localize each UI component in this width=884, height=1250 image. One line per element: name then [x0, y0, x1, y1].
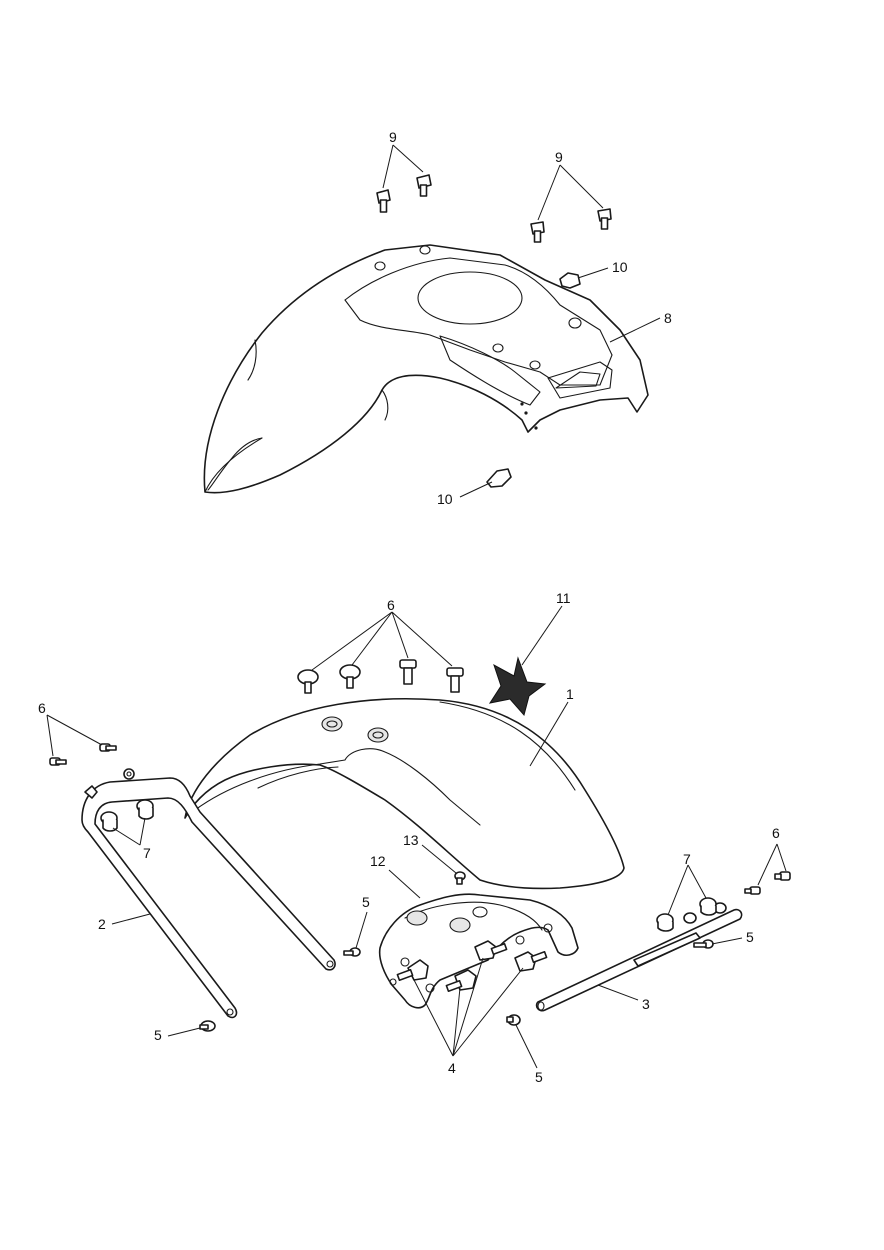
inner-mudguard-part-8: [203, 244, 649, 494]
leader-10a: [577, 267, 609, 279]
bolt-part-4c: [474, 940, 508, 961]
leader-2: [111, 913, 151, 925]
bolt-part-6a: [297, 669, 319, 694]
callout-13: 13: [403, 832, 419, 848]
callout-9a: 9: [389, 129, 397, 145]
front-mudguard-part-1: [184, 698, 625, 890]
screw-part-5a: [199, 1020, 216, 1032]
leader-7a: [112, 817, 146, 846]
leader-13: [421, 844, 457, 874]
leader-6c: [757, 843, 787, 886]
callout-6a: 6: [387, 597, 395, 613]
leader-1: [529, 701, 569, 767]
leader-9b: [537, 164, 604, 221]
callout-5a: 5: [362, 894, 370, 910]
leader-5d: [515, 1024, 538, 1069]
grommet-part-7a: [100, 811, 118, 832]
leader-6b: [46, 714, 103, 757]
clip-part-10a: [559, 272, 581, 289]
bolt-part-4b: [445, 969, 477, 993]
leader-5a: [355, 911, 368, 949]
callout-12: 12: [370, 853, 386, 869]
leader-6a: [311, 611, 453, 671]
mudguard-stay-part-2: [81, 768, 336, 1019]
clip-part-10b: [486, 468, 512, 488]
callout-9b: 9: [555, 149, 563, 165]
bolt-part-6g: [744, 886, 761, 895]
grommet-part-7c: [656, 913, 674, 932]
star-symbol-part-11: [488, 656, 547, 717]
screw-part-5c: [506, 1014, 521, 1026]
screw-part-9b: [416, 174, 432, 197]
callout-5c: 5: [746, 929, 754, 945]
callout-6b: 6: [38, 700, 46, 716]
grommet-part-7b: [136, 799, 154, 820]
screw-part-13: [454, 871, 466, 885]
bolt-part-6b: [339, 664, 361, 689]
screw-part-9d: [597, 208, 612, 230]
bolt-part-4d: [514, 950, 548, 972]
bolt-part-6c: [399, 659, 417, 685]
callout-10b: 10: [437, 491, 453, 507]
screw-part-5b: [343, 947, 361, 957]
callout-6c: 6: [772, 825, 780, 841]
leader-4: [411, 957, 524, 1057]
leader-8: [609, 317, 661, 343]
bolt-part-4a: [396, 959, 429, 982]
grommet-part-7d: [699, 897, 717, 916]
callout-10a: 10: [612, 259, 628, 275]
leader-5b: [167, 1027, 201, 1037]
callout-2: 2: [98, 916, 106, 932]
screw-part-9a: [376, 189, 391, 213]
callout-5b: 5: [154, 1027, 162, 1043]
leader-3: [597, 984, 639, 1001]
callout-5d: 5: [535, 1069, 543, 1085]
mudguard-stay-part-3: [535, 902, 743, 1012]
callout-8: 8: [664, 310, 672, 326]
callout-7a: 7: [143, 845, 151, 861]
callout-3: 3: [642, 996, 650, 1012]
leader-9a: [382, 144, 424, 189]
callout-1: 1: [566, 686, 574, 702]
leader-7b: [667, 864, 707, 916]
bolt-part-6f: [99, 743, 117, 752]
leader-10b: [459, 481, 493, 498]
bolt-part-6d: [446, 667, 464, 693]
bolt-part-6h: [774, 871, 791, 881]
callout-11: 11: [556, 590, 571, 606]
leader-11: [521, 605, 563, 666]
callout-4: 4: [448, 1060, 456, 1076]
callout-7b: 7: [683, 851, 691, 867]
bolt-part-6e: [49, 757, 67, 766]
screw-part-9c: [530, 221, 545, 243]
leader-5c: [711, 937, 743, 945]
screw-part-5d: [693, 939, 714, 949]
leader-12: [388, 869, 421, 899]
